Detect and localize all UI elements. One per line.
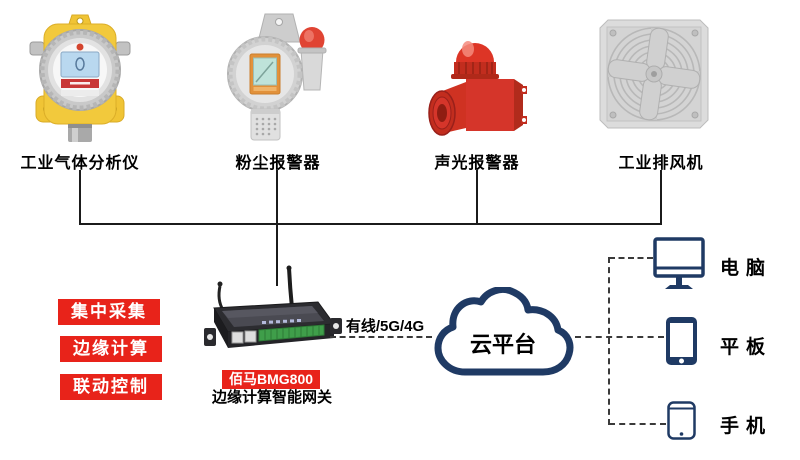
feature-badge-linkage-control: 联动控制	[60, 374, 162, 400]
connector-drop-exhaust-fan	[660, 170, 662, 224]
client-label-phone: 手机	[720, 416, 773, 437]
dashed-link-cloud-tablet	[575, 336, 664, 338]
feature-badge-edge-computing: 边缘计算	[60, 336, 162, 362]
cloud-icon	[434, 287, 574, 376]
device-label-exhaust-fan: 工业排风机	[618, 155, 704, 172]
desktop-icon	[653, 237, 705, 289]
gas-analyzer-image	[29, 14, 131, 142]
connector-drop-sound-light-alarm	[476, 170, 478, 224]
phone-icon	[667, 401, 696, 440]
device-label-sound-light-alarm: 声光报警器	[434, 155, 520, 172]
dashed-link-phone	[609, 423, 666, 425]
dashed-link-desktop	[609, 257, 653, 259]
dashed-link-gateway-cloud	[330, 336, 432, 338]
feature-badge-collection: 集中采集	[58, 299, 160, 325]
device-label-dust-alarm: 粉尘报警器	[235, 155, 321, 172]
client-label-desktop: 电脑	[720, 258, 773, 279]
link-type-label: 有线/5G/4G	[345, 318, 425, 335]
gateway-model-badge: 佰马BMG800	[222, 370, 321, 389]
exhaust-fan-image	[599, 19, 709, 129]
tablet-icon	[666, 317, 697, 365]
gateway-image	[204, 265, 342, 348]
client-label-tablet: 平板	[720, 337, 773, 358]
connector-drop-gas-analyzer	[79, 170, 81, 224]
sound-light-alarm-image	[428, 41, 527, 136]
device-label-gas-analyzer: 工业气体分析仪	[20, 155, 140, 172]
dust-alarm-image	[227, 13, 327, 141]
gateway-name: 边缘计算智能网关	[211, 389, 332, 406]
dashed-link-vertical	[608, 257, 610, 425]
connector-bus-line	[79, 223, 662, 225]
connector-drop-dust-alarm-to-gateway	[276, 170, 278, 286]
cloud-platform-label: 云平台	[469, 332, 536, 357]
